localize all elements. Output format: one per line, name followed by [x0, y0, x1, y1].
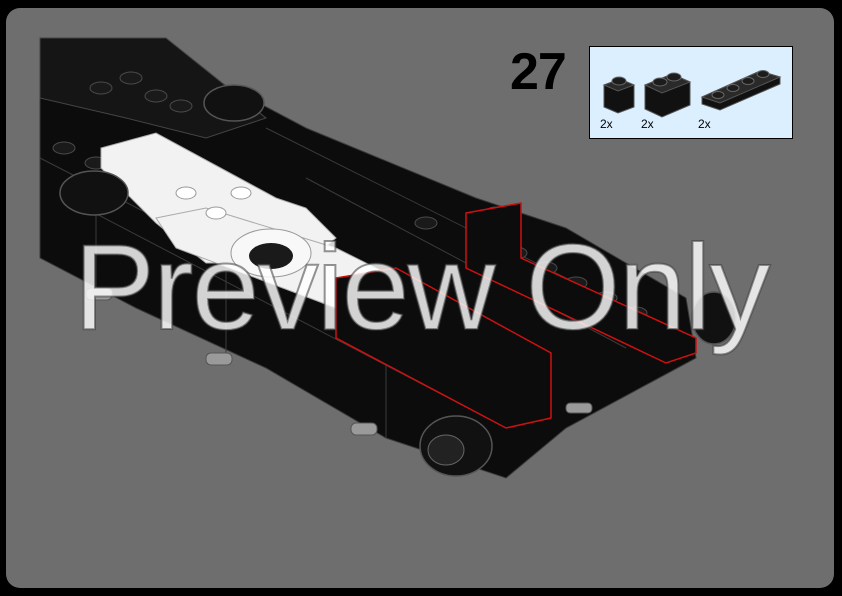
part-qty-brick-1x2: 2x	[641, 117, 654, 131]
part-qty-brick-1x1: 2x	[600, 117, 613, 131]
plate-1x4-icon	[700, 70, 782, 111]
parts-illustration	[602, 70, 782, 118]
parts-callout: 2x 2x 2x	[589, 46, 793, 139]
model-assembly-illustration	[39, 37, 737, 479]
brick-1x1-icon	[602, 76, 636, 114]
part-qty-plate-1x4: 2x	[698, 117, 711, 131]
step-number: 27	[510, 43, 567, 101]
brick-1x2-icon	[643, 72, 692, 118]
instruction-page: 27	[6, 8, 834, 588]
